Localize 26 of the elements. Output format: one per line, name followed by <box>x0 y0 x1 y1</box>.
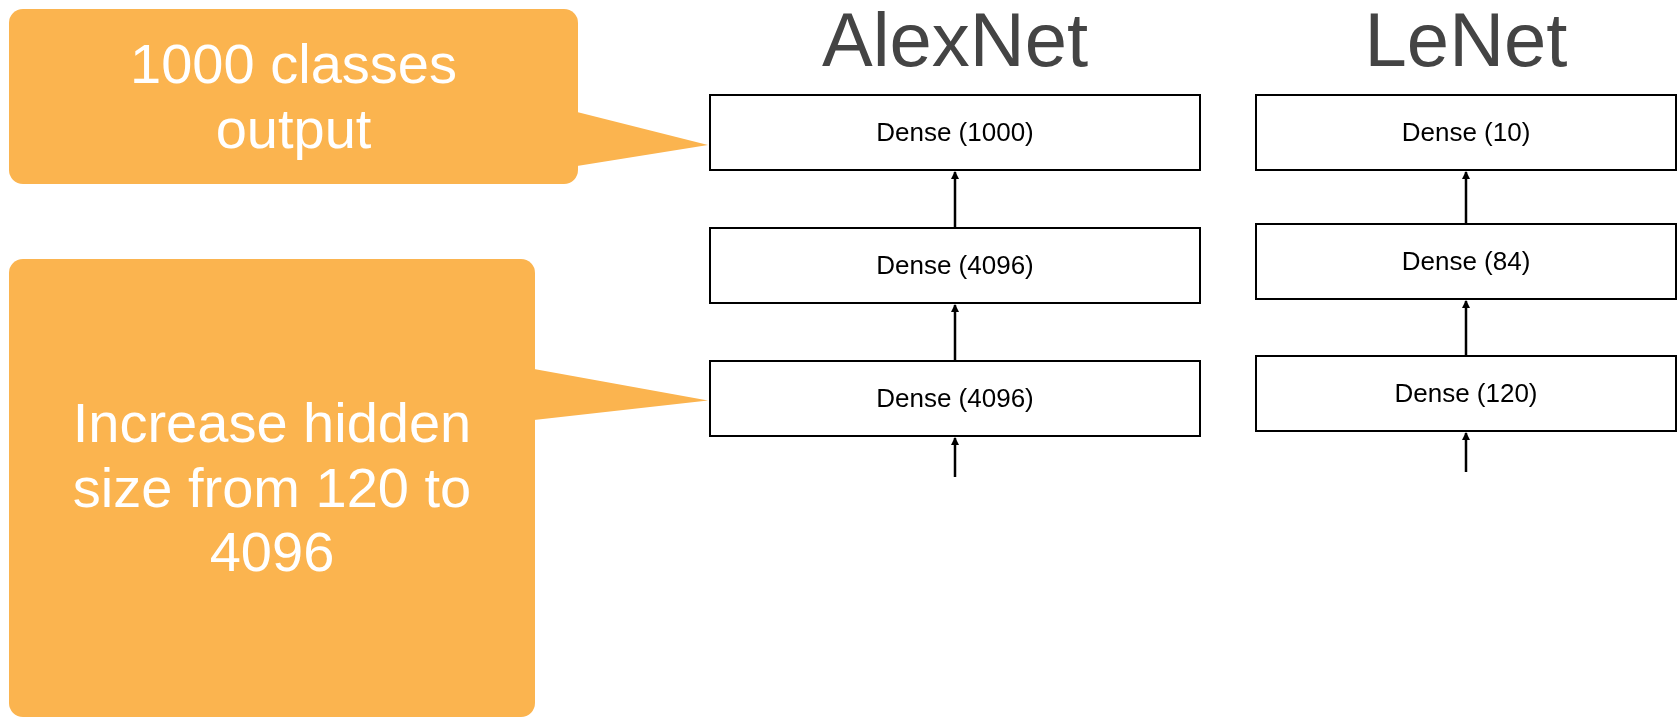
callout-box <box>9 9 578 184</box>
callout-box <box>9 259 535 717</box>
layer-box <box>1255 223 1677 300</box>
arrow <box>1462 300 1470 355</box>
column-title: AlexNet <box>820 2 1090 78</box>
arrow <box>951 304 959 360</box>
callout-pointer <box>577 112 708 166</box>
arrow <box>1462 171 1470 223</box>
layer-box <box>1255 355 1677 432</box>
layer-label: Dense (84) <box>1401 246 1531 277</box>
arrow <box>951 437 959 477</box>
layer-box <box>709 227 1201 304</box>
arrow <box>1462 432 1470 472</box>
callout-text: 1000 classes output <box>129 32 458 161</box>
arrow <box>951 171 959 227</box>
column-title: LeNet <box>1363 2 1569 78</box>
layer-label: Dense (4096) <box>876 250 1034 281</box>
callout-text: Increase hidden size from 120 to 4096 <box>71 391 473 585</box>
layer-box <box>1255 94 1677 171</box>
callout-pointer <box>534 369 708 420</box>
layer-label: Dense (10) <box>1401 117 1531 148</box>
layer-box <box>709 94 1201 171</box>
layer-label: Dense (1000) <box>876 117 1034 148</box>
layer-label: Dense (120) <box>1394 378 1538 409</box>
layer-box <box>709 360 1201 437</box>
layer-label: Dense (4096) <box>876 383 1034 414</box>
